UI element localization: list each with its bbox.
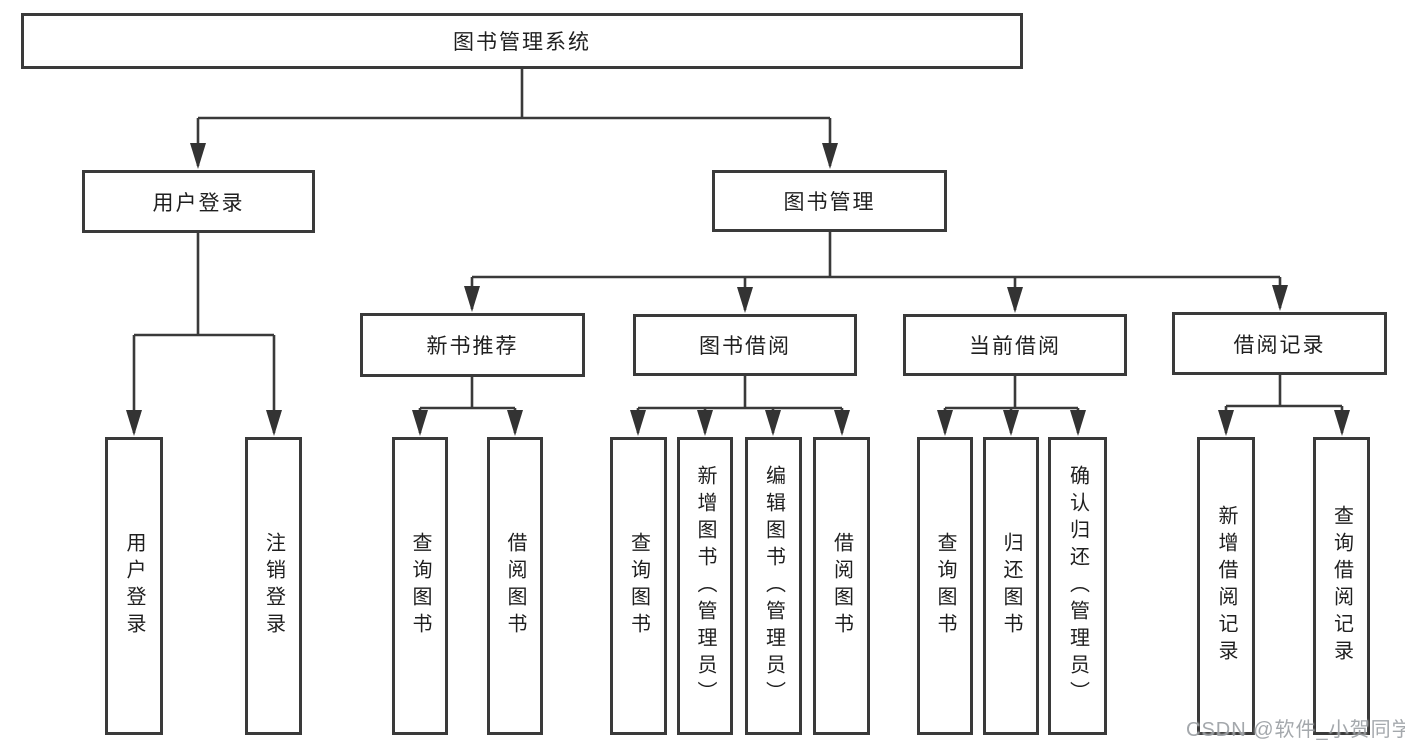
- node-label: 查询图书: [409, 532, 431, 640]
- arrowhead-down-icon: [1070, 410, 1086, 436]
- arrowhead-down-icon: [1218, 410, 1234, 436]
- node-label: 用户登录: [152, 191, 245, 215]
- node-borrow-records: 借阅记录: [1172, 312, 1387, 375]
- node-label: 图书借阅: [699, 335, 791, 358]
- leaf-add-borrow-record: 新增借阅记录: [1197, 437, 1255, 735]
- node-label: 新增借阅记录: [1215, 505, 1237, 667]
- node-label: 编辑图书（管理员）: [762, 464, 785, 708]
- node-new-book-recommend: 新书推荐: [360, 313, 585, 377]
- leaf-query-borrow-record: 查询借阅记录: [1313, 437, 1370, 735]
- arrowhead-down-icon: [1007, 287, 1023, 313]
- leaf-add-books-admin: 新增图书（管理员）: [677, 437, 733, 735]
- node-label: 借阅图书: [830, 532, 853, 640]
- node-user-login: 用户登录: [82, 170, 315, 233]
- arrowhead-down-icon: [737, 287, 753, 313]
- connector-newbook-to-leaves: [412, 377, 523, 436]
- node-root-system: 图书管理系统: [21, 13, 1023, 69]
- leaf-return-books: 归还图书: [983, 437, 1039, 735]
- connector-bookborrow-to-leaves: [630, 376, 850, 436]
- node-label: 查询借阅记录: [1330, 505, 1353, 667]
- node-label: 归还图书: [1000, 532, 1022, 640]
- arrowhead-down-icon: [126, 410, 142, 436]
- connector-borrowrecords-to-leaves: [1218, 375, 1350, 436]
- leaf-borrow-books-1: 借阅图书: [487, 437, 543, 735]
- arrowhead-down-icon: [834, 410, 850, 436]
- arrowhead-down-icon: [464, 286, 480, 312]
- arrowhead-down-icon: [937, 410, 953, 436]
- leaf-edit-books-admin: 编辑图书（管理员）: [745, 437, 802, 735]
- arrowhead-down-icon: [697, 410, 713, 436]
- arrowhead-down-icon: [1003, 410, 1019, 436]
- node-label: 用户登录: [123, 532, 145, 640]
- arrowhead-down-icon: [507, 410, 523, 436]
- node-label: 查询图书: [934, 532, 956, 640]
- leaf-logout: 注销登录: [245, 437, 302, 735]
- arrowhead-down-icon: [1272, 285, 1288, 311]
- arrowhead-down-icon: [266, 410, 282, 436]
- arrowhead-down-icon: [822, 143, 838, 169]
- leaf-user-login: 用户登录: [105, 437, 163, 735]
- connector-currentborrow-to-leaves: [937, 376, 1086, 436]
- node-label: 借阅记录: [1233, 333, 1326, 357]
- node-label: 当前借阅: [969, 335, 1061, 358]
- leaf-query-books-2: 查询图书: [610, 437, 667, 735]
- leaf-query-books-1: 查询图书: [392, 437, 448, 735]
- node-current-borrow: 当前借阅: [903, 314, 1127, 376]
- node-label: 新增图书（管理员）: [694, 464, 716, 708]
- node-label: 图书管理系统: [453, 31, 591, 54]
- connector-userlogin-to-leaves: [126, 233, 282, 436]
- node-book-borrow: 图书借阅: [633, 314, 857, 376]
- leaf-borrow-books-2: 借阅图书: [813, 437, 870, 735]
- arrowhead-down-icon: [630, 410, 646, 436]
- node-label: 查询图书: [627, 532, 650, 640]
- leaf-confirm-return-admin: 确认归还（管理员）: [1048, 437, 1107, 735]
- node-label: 新书推荐: [426, 335, 519, 358]
- node-label: 注销登录: [262, 532, 285, 640]
- node-label: 图书管理: [783, 191, 876, 214]
- arrowhead-down-icon: [190, 143, 206, 169]
- node-label: 确认归还（管理员）: [1066, 464, 1089, 708]
- node-book-management: 图书管理: [712, 170, 947, 232]
- node-label: 借阅图书: [504, 532, 526, 640]
- connector-root-to-level2: [190, 69, 838, 169]
- leaf-query-books-3: 查询图书: [917, 437, 973, 735]
- arrowhead-down-icon: [765, 410, 781, 436]
- connector-bookmgmt-to-level3: [464, 232, 1288, 313]
- arrowhead-down-icon: [1334, 410, 1350, 436]
- arrowhead-down-icon: [412, 410, 428, 436]
